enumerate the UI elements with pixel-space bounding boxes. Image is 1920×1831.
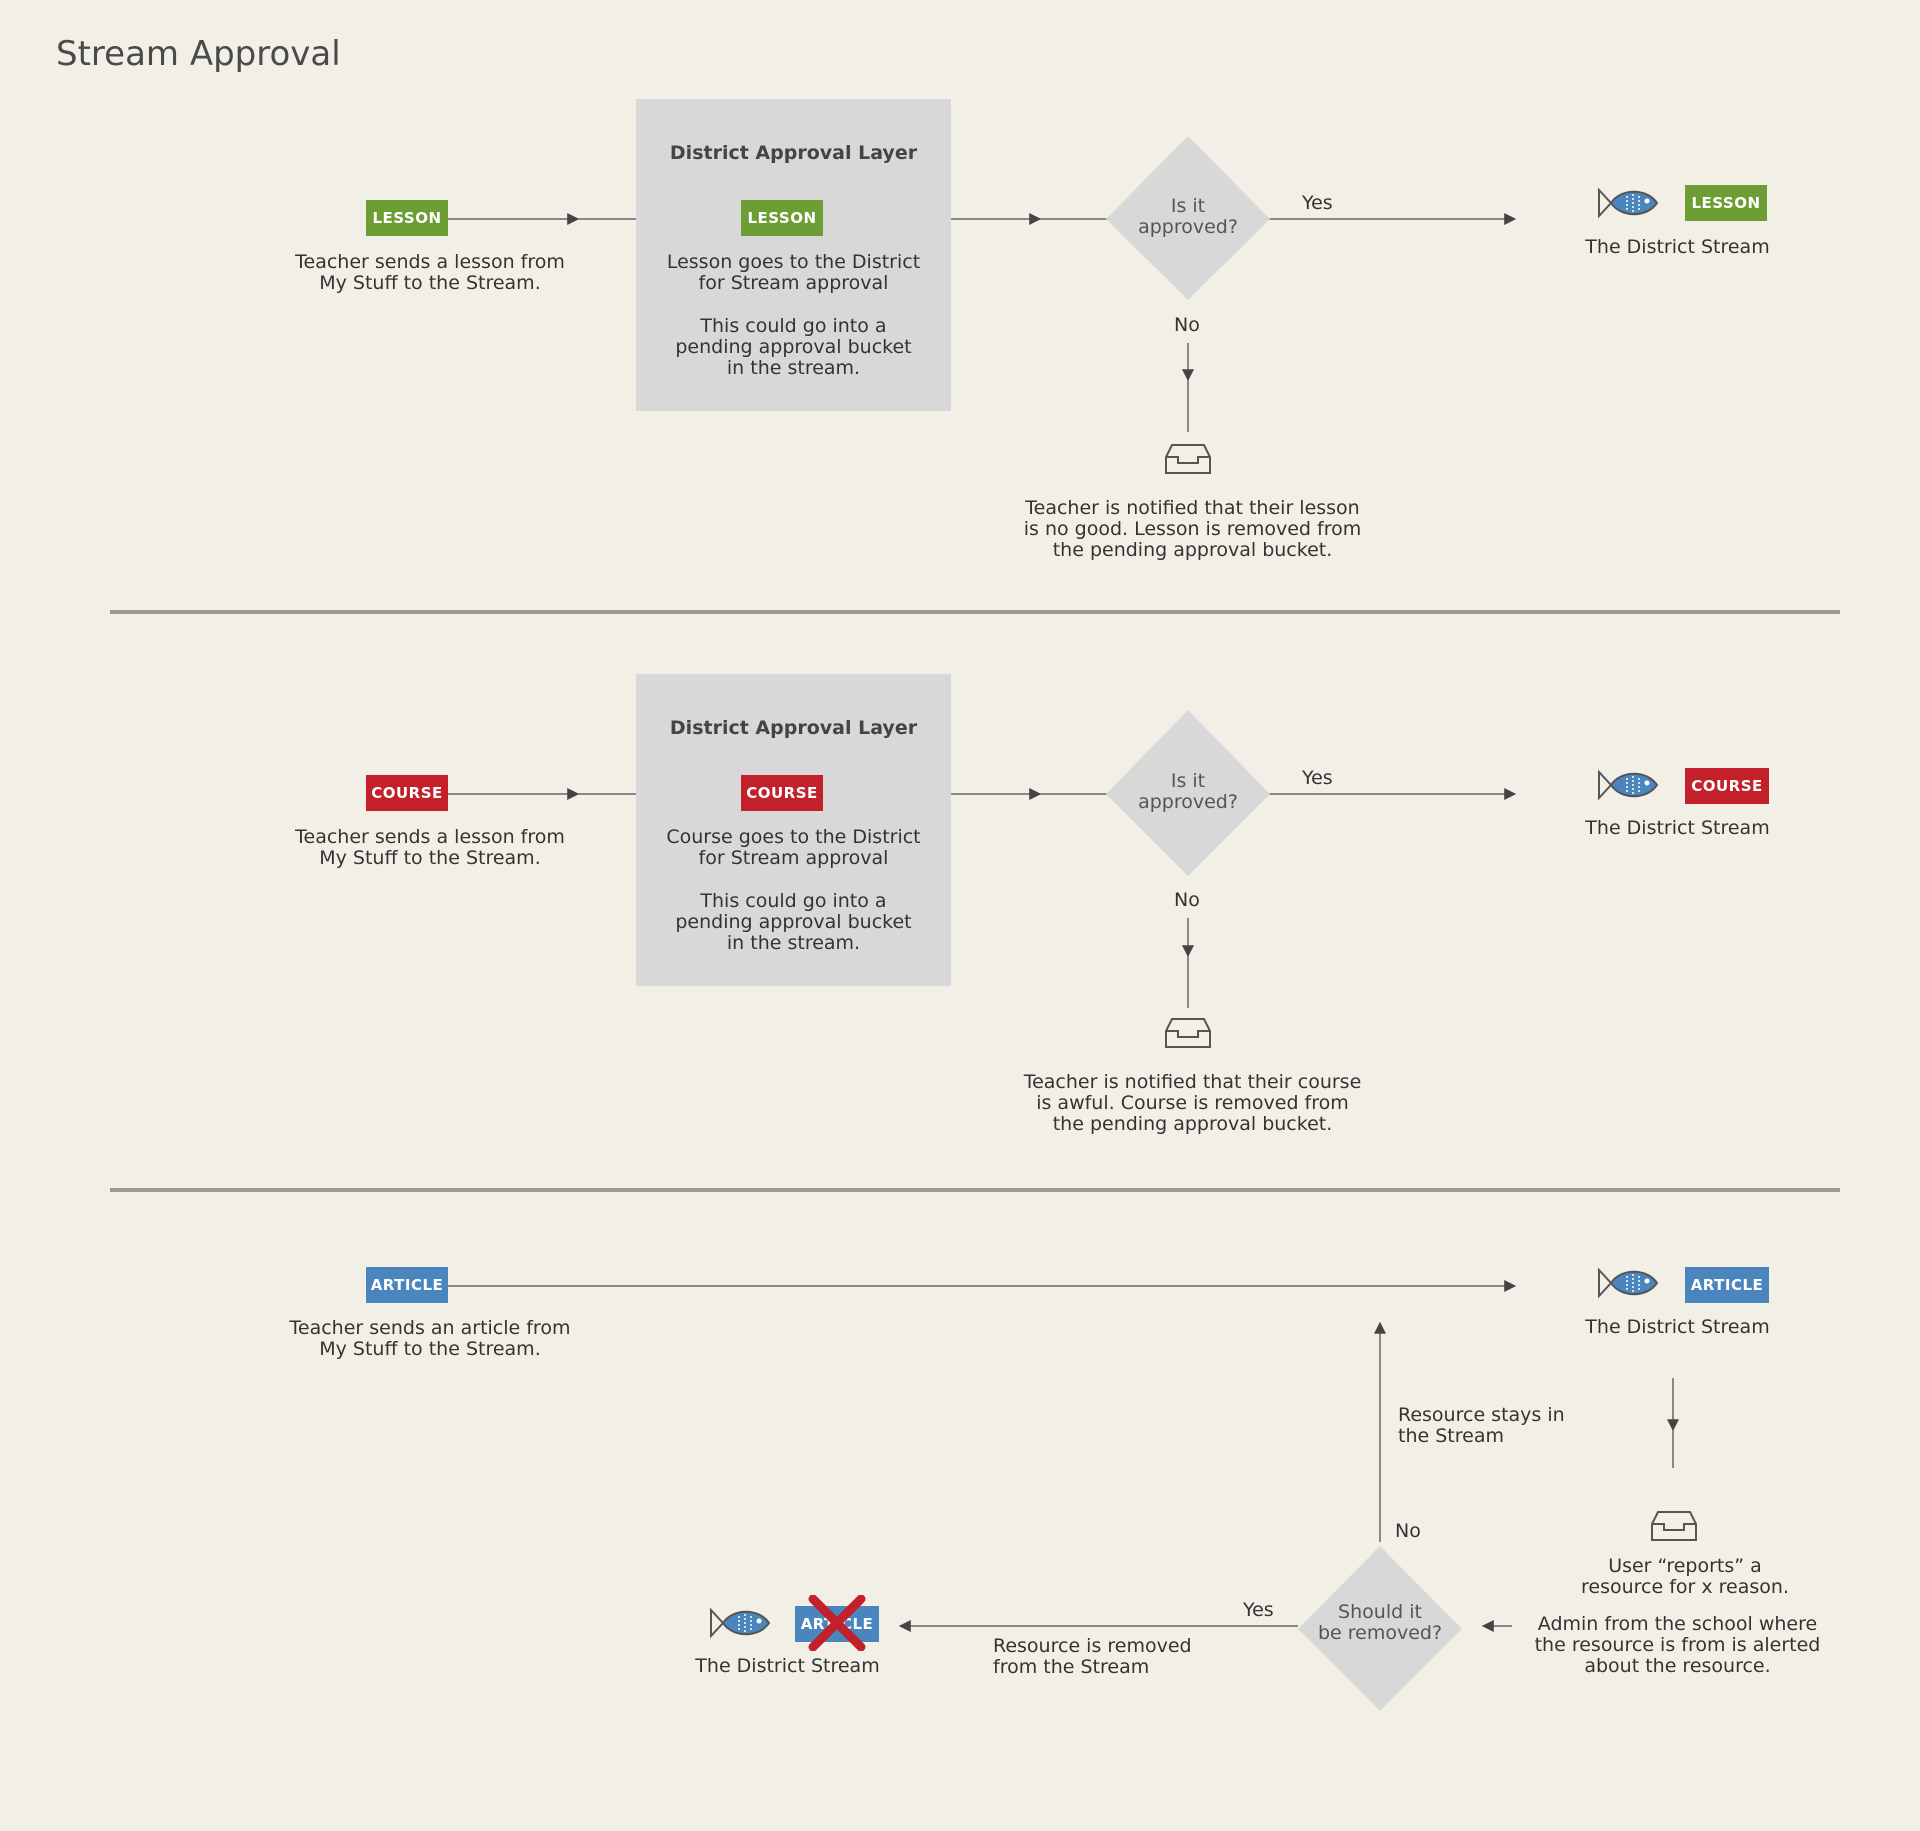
inbox-icon [1651,1511,1697,1541]
lesson-tag: LESSON [1685,185,1767,221]
source-text: Teacher sends a lesson from My Stuff to … [295,251,565,294]
fish-icon [1598,187,1659,219]
decision-diamond [1106,136,1270,300]
lesson-tag: LESSON [741,200,823,236]
decision-label: Is it approved? [1138,770,1238,813]
remove-x-icon [808,1595,866,1651]
destination-label: The District Stream [695,1655,880,1677]
section-divider [110,610,1840,614]
no-label: No [1174,314,1200,336]
yes-label: Yes [1243,1599,1274,1621]
decision-label: Is it approved? [1138,195,1238,238]
block-text: Lesson goes to the District for Stream a… [666,251,921,294]
article-tag: ARTICLE [366,1267,448,1303]
course-tag: COURSE [366,775,448,811]
decision-label: Should it be removed? [1317,1601,1443,1644]
source-text: Teacher sends a lesson from My Stuff to … [295,826,565,869]
block-title: District Approval Layer [669,717,918,739]
rejected-text: Teacher is notified that their course is… [1023,1071,1362,1135]
block-text: This could go into a pending approval bu… [675,890,912,954]
page-title: Stream Approval [56,34,341,74]
removed-text: Resource is removed from the Stream [993,1635,1192,1678]
inbox-icon [1165,444,1211,474]
stays-text: Resource stays in the Stream [1398,1404,1565,1447]
yes-label: Yes [1302,767,1333,789]
destination-label: The District Stream [1585,1316,1770,1338]
report-text: User “reports” a resource for x reason. [1581,1555,1789,1598]
decision-diamond [1298,1546,1462,1711]
block-text: This could go into a pending approval bu… [675,315,912,379]
fish-icon [1598,769,1659,801]
no-label: No [1395,1520,1421,1542]
no-label: No [1174,889,1200,911]
district-approval-layer [636,99,951,411]
fish-icon [1598,1267,1659,1299]
block-text: Course goes to the District for Stream a… [666,826,921,869]
course-tag: COURSE [741,775,823,811]
block-title: District Approval Layer [669,142,918,164]
section-divider [110,1188,1840,1192]
inbox-icon [1165,1018,1211,1048]
decision-diamond [1106,710,1270,876]
destination-label: The District Stream [1585,236,1770,258]
admin-text: Admin from the school where the resource… [1534,1613,1821,1677]
yes-label: Yes [1302,192,1333,214]
lesson-tag: LESSON [366,200,448,236]
fish-icon [710,1607,771,1639]
course-tag: COURSE [1685,768,1769,804]
destination-label: The District Stream [1585,817,1770,839]
article-tag: ARTICLE [1685,1267,1769,1303]
rejected-text: Teacher is notified that their lesson is… [1023,497,1362,561]
district-approval-layer [636,674,951,986]
source-text: Teacher sends an article from My Stuff t… [289,1317,571,1360]
